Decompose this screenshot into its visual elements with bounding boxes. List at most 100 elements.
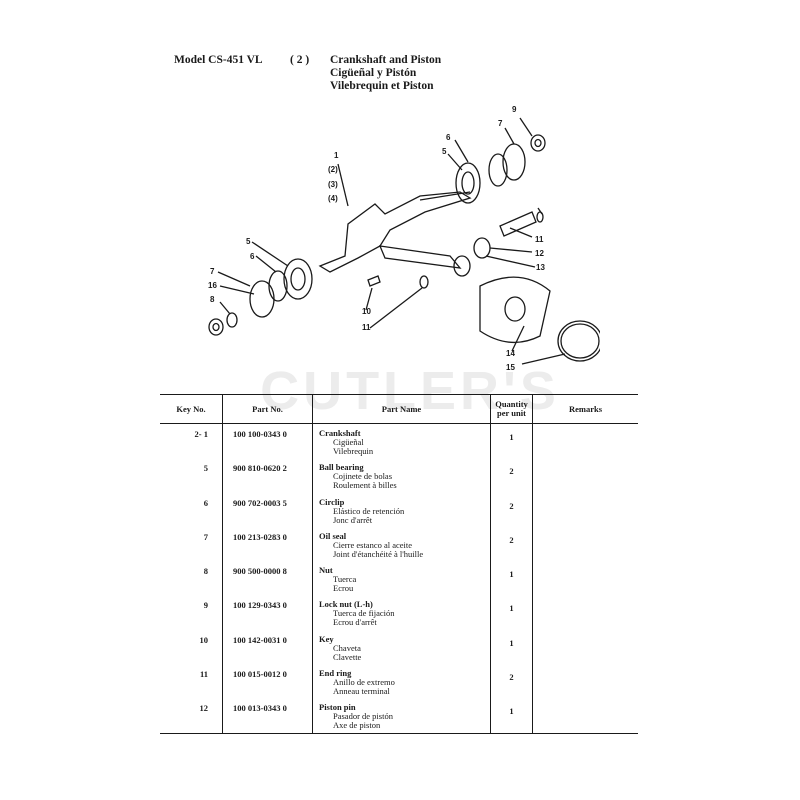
col-part-no: Part No. — [222, 395, 312, 423]
callout-1: 1 — [334, 151, 339, 160]
quantity: 1 — [490, 424, 532, 459]
callout-7-left: 7 — [210, 267, 215, 276]
part-name-es: Chaveta — [333, 642, 361, 653]
nut-left — [208, 318, 224, 336]
key-no: 7 — [203, 531, 208, 542]
quantity: 1 — [490, 629, 532, 665]
part-no: 100 213-0283 0 — [222, 526, 312, 562]
oil-seal-left — [249, 280, 275, 318]
piston-pin — [499, 211, 537, 237]
part-name-es: Tuerca de fijación — [333, 608, 395, 619]
remarks — [532, 561, 638, 596]
part-name-fr: Joint d'étanchéité à l'huille — [333, 548, 424, 559]
callout-15: 15 — [506, 363, 515, 372]
quantity: 2 — [490, 664, 532, 699]
part-name-en: Key — [319, 633, 334, 644]
key-no: 2- 1 — [194, 429, 208, 439]
key-no: 8 — [203, 566, 208, 577]
remarks — [532, 458, 638, 493]
part-no: 100 129-0343 0 — [222, 595, 312, 630]
part-name-en: Crankshaft — [319, 428, 361, 438]
title-french: Vilebrequin et Piston — [330, 80, 434, 92]
remarks — [532, 526, 638, 562]
section-titles: Crankshaft and Piston Cigüeñal y Pistón … — [330, 54, 441, 93]
remarks — [532, 424, 638, 459]
col-part-name: Part Name — [312, 395, 490, 423]
part-name-es: Cojinete de bolas — [333, 471, 393, 482]
remarks — [532, 595, 638, 630]
circlip-left — [268, 270, 288, 302]
piston-ring — [557, 320, 600, 362]
crankshaft-drawing — [318, 191, 472, 273]
callout-6-left: 6 — [250, 252, 255, 261]
remarks — [532, 664, 638, 699]
part-name-fr: Axe de piston — [333, 720, 381, 731]
part-name-en: End ring — [319, 668, 352, 679]
quantity: 2 — [490, 526, 532, 562]
part-name-fr: Anneau terminal — [333, 686, 390, 697]
quantity: 1 — [490, 698, 532, 733]
part-name-fr: Vilebrequin — [333, 446, 374, 456]
washer — [226, 312, 238, 328]
connecting-rod — [378, 245, 462, 269]
callout-5-left: 5 — [246, 237, 251, 246]
remarks — [532, 629, 638, 665]
table-header: Key No. Part No. Part Name Quantity per … — [160, 395, 638, 424]
callout-11-top: 11 — [535, 235, 544, 244]
part-no: 100 013-0343 0 — [222, 698, 312, 733]
title-english: Crankshaft and Piston — [330, 54, 442, 66]
ball-bearing-left — [283, 258, 313, 300]
quantity: 2 — [490, 492, 532, 527]
col-key-no: Key No. — [176, 403, 206, 414]
part-name-fr: Jonc d'arrêt — [333, 514, 373, 525]
part-name-fr: Ecrou d'arrêt — [333, 617, 377, 628]
callout-5: 5 — [442, 147, 447, 156]
part-name-es: Cierre estanco al aceite — [333, 539, 413, 550]
lock-nut — [530, 134, 546, 152]
col-quantity: Quantity per unit — [490, 395, 532, 423]
part-name-en: Piston pin — [319, 702, 356, 713]
needle-bearing — [473, 237, 491, 259]
callout-11-left: 11 — [362, 323, 371, 332]
key-no: 5 — [203, 463, 208, 474]
circlip-right — [488, 153, 508, 187]
part-name-en: Ball bearing — [319, 462, 364, 473]
callout-10: 10 — [362, 307, 371, 316]
part-name-es: Pasador de pistón — [333, 711, 393, 722]
section-number: ( 2 ) — [290, 54, 310, 66]
key-no: 9 — [203, 600, 208, 611]
end-ring-left — [419, 275, 429, 289]
key-no: 10 — [199, 634, 209, 645]
piston — [479, 276, 551, 344]
callout-9: 9 — [512, 105, 517, 114]
key-no: 11 — [199, 669, 208, 680]
quantity: 2 — [490, 458, 532, 493]
part-name-en: Nut — [319, 565, 333, 576]
part-no: 100 142-0031 0 — [222, 629, 312, 665]
part-name-es: Elástico de retención — [333, 505, 405, 516]
part-name-fr: Clavette — [333, 651, 362, 662]
callout-4: (4) — [328, 194, 338, 203]
key-no: 12 — [199, 703, 209, 714]
part-name-fr: Roulement à billes — [333, 480, 397, 491]
callout-13: 13 — [536, 263, 545, 272]
callout-3: (3) — [328, 180, 338, 189]
parts-table: Key No. Part No. Part Name Quantity per … — [160, 394, 638, 734]
watermark: CUTLER'S — [260, 361, 560, 421]
part-name-en: Oil seal — [319, 530, 347, 541]
model-label: Model CS-451 VL — [174, 54, 263, 66]
